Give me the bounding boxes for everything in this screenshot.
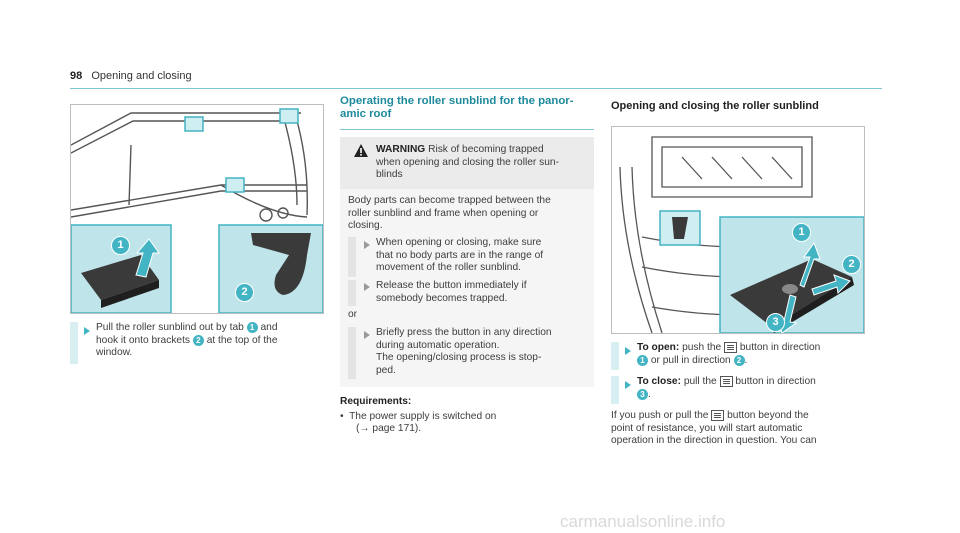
warning-step-3: Briefly press the button in any directio… [376, 327, 552, 376]
page-number: 98 [70, 70, 83, 82]
callout-3-inline: 3 [637, 388, 648, 400]
warning-step-bar [348, 327, 356, 379]
callout-1-inline: 1 [246, 322, 258, 333]
callout-2-inline: 2 [192, 334, 204, 346]
warning-step-bar [348, 237, 356, 277]
callout-3: 3 [766, 313, 785, 332]
subsection-heading: Opening and closing the roller sunblind [611, 100, 819, 112]
warning-triangle-icon [354, 144, 368, 157]
step-bar [611, 376, 619, 404]
header-divider [70, 88, 882, 89]
page-title: Opening and closing [91, 70, 192, 82]
site-watermark: carmanualsonline.info [560, 512, 726, 531]
warning-title: WARNING Risk of becoming trapped when op… [376, 144, 559, 180]
callout-1: 1 [111, 236, 130, 255]
windshield-illustration [71, 108, 323, 313]
sunblind-button-icon [719, 376, 733, 387]
overhead-console-illustration [619, 136, 864, 333]
warning-step-1: When opening or closing, make sure that … [376, 237, 544, 273]
warning-or: or [348, 309, 358, 320]
close-instruction: To close: pull the button in direction 3… [637, 376, 816, 400]
step-bar [611, 342, 619, 370]
section-divider [340, 129, 594, 130]
bullet: • [340, 410, 344, 422]
requirements: Requirements: • The power supply is swit… [340, 396, 497, 434]
warning-body: Body parts can become trapped between th… [348, 195, 551, 231]
step-arrow-icon [625, 347, 631, 355]
sunblind-button-icon [724, 342, 738, 353]
automatic-operation-paragraph: If you push or pull the button beyond th… [611, 410, 817, 447]
warning-header: WARNING Risk of becoming trapped when op… [340, 137, 594, 189]
section-heading: Operating the roller sunblind for the pa… [340, 95, 574, 120]
callout-2: 2 [842, 255, 861, 274]
step-bar [70, 322, 78, 364]
step-arrow-icon [364, 283, 370, 291]
step-arrow-icon [84, 327, 90, 335]
callout-1-inline: 1 [637, 354, 648, 366]
windshield-sunblind-figure: 1 2 [70, 104, 324, 314]
warning-step-2: Release the button immediately if somebo… [376, 280, 527, 304]
open-instruction: To open: push the button in direction 1 … [637, 342, 821, 366]
step-arrow-icon [625, 381, 631, 389]
page-header: 98 Opening and closing [70, 70, 192, 82]
step-arrow-icon [364, 331, 370, 339]
callout-2-inline: 2 [733, 354, 745, 366]
instruction-text: Pull the roller sunblind out by tab 1 an… [96, 322, 278, 359]
sunblind-button-icon [711, 410, 725, 421]
warning-step-bar [348, 280, 356, 306]
callout-1: 1 [792, 223, 811, 242]
roof-sunblind-figure: 1 2 3 [611, 126, 865, 334]
step-arrow-icon [364, 241, 370, 249]
warning-box: WARNING Risk of becoming trapped when op… [340, 137, 594, 387]
callout-2: 2 [235, 283, 254, 302]
